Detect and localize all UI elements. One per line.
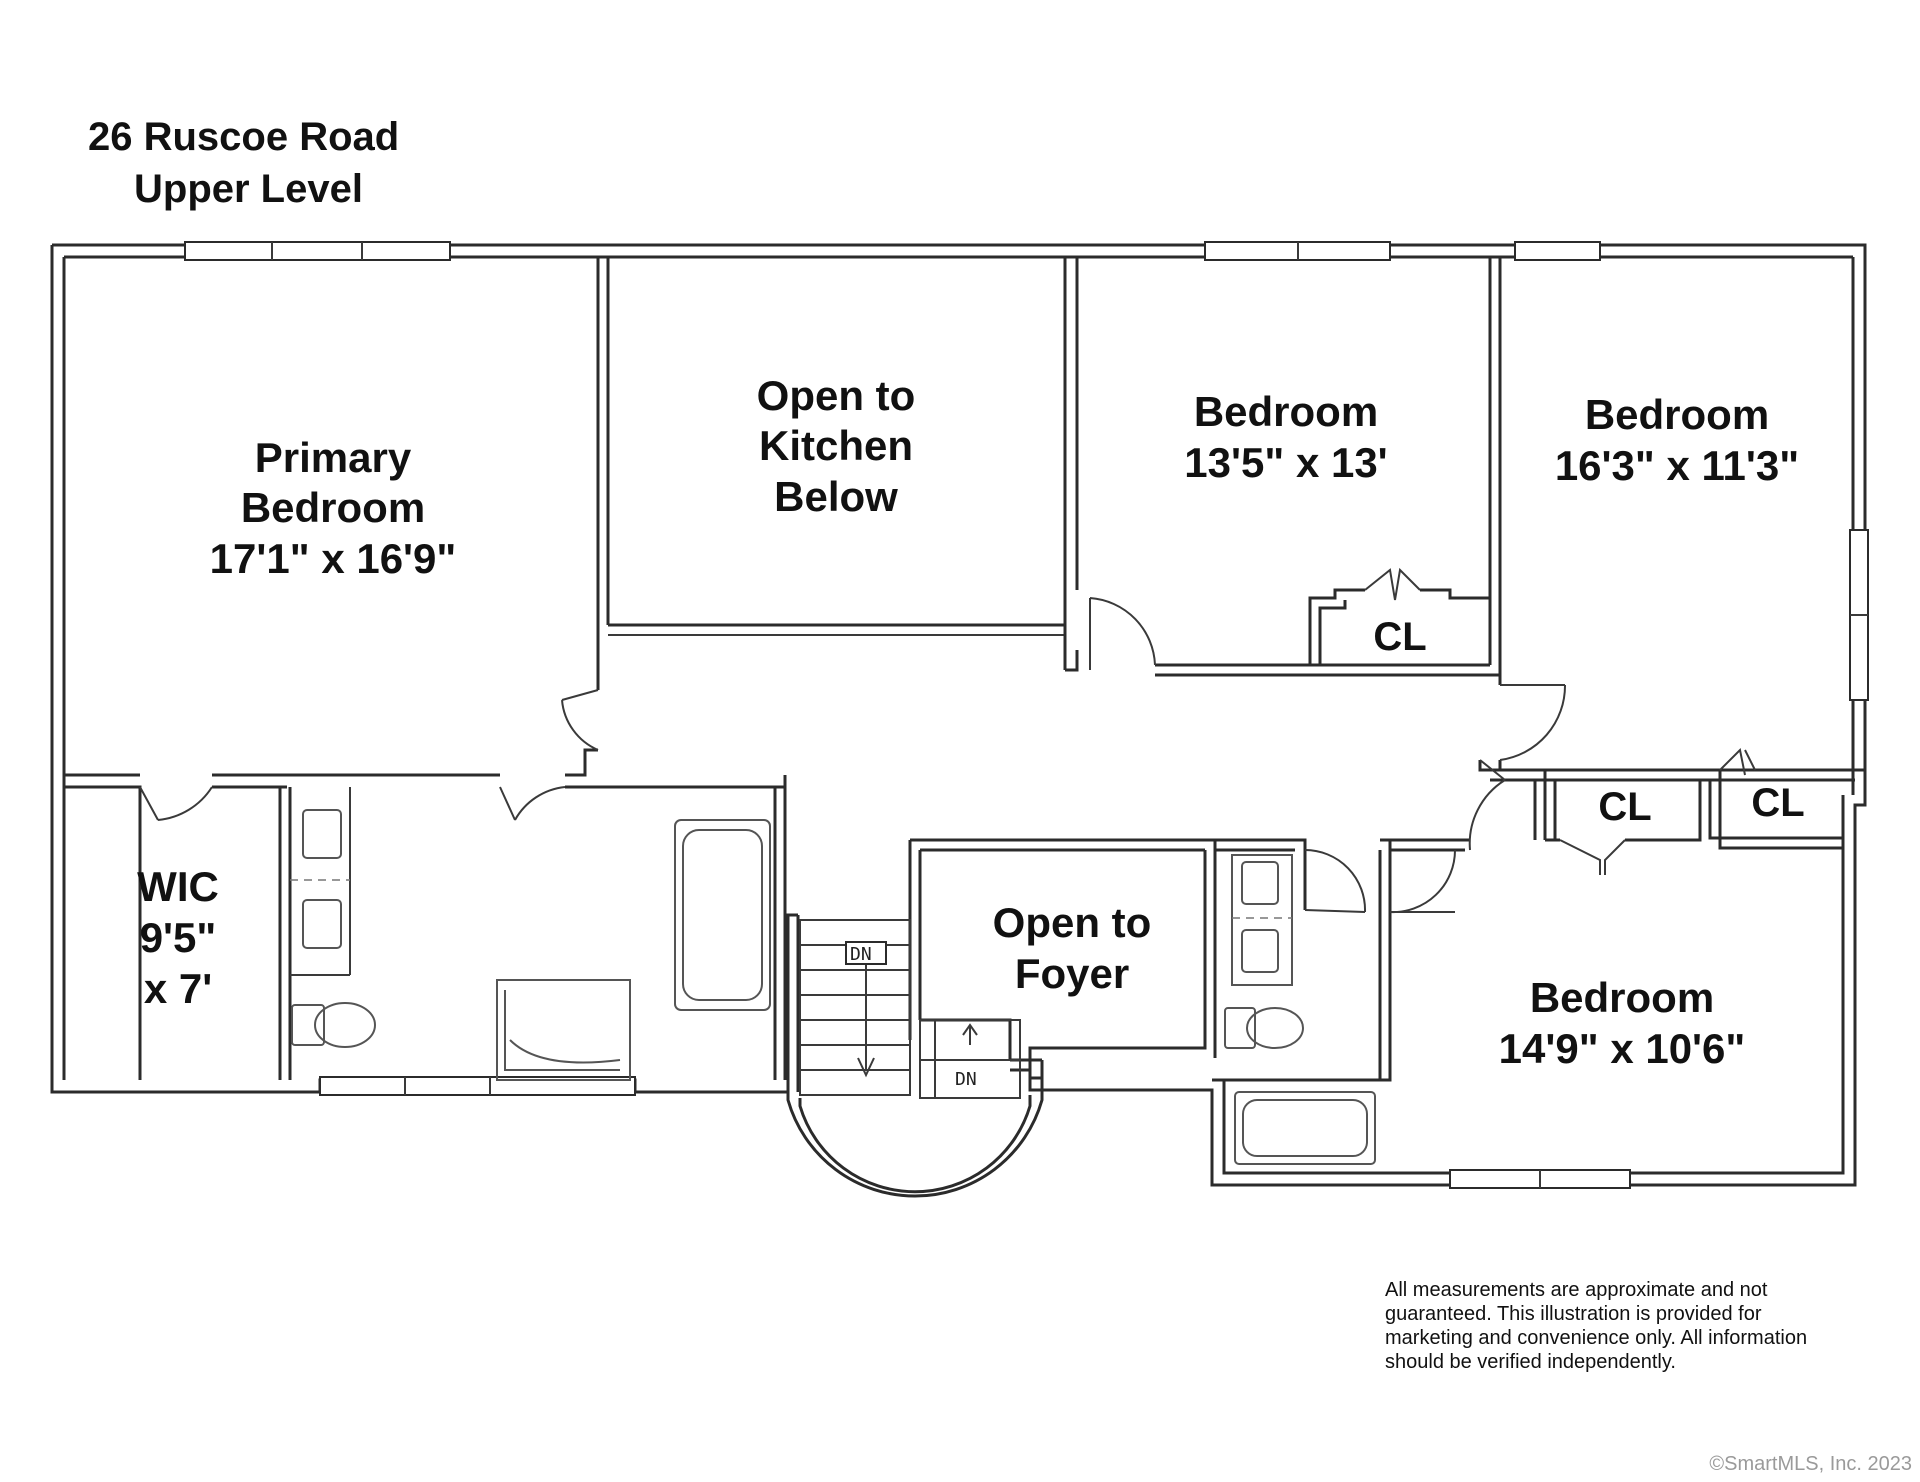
doors — [139, 567, 1756, 914]
stairs: DN DN — [786, 919, 1044, 1198]
door-bath2 — [1304, 849, 1367, 913]
room-primary-bedroom: Primary Bedroom 17'1" x 16'9" — [210, 434, 457, 582]
disclaimer-line: marketing and convenience only. All info… — [1385, 1327, 1807, 1349]
disclaimer: All measurements are approximate and not… — [1385, 1279, 1807, 1373]
room-size: 16'3" x 11'3" — [1555, 442, 1799, 489]
door-bedroom3 — [1499, 684, 1567, 761]
title-address: 26 Ruscoe Road — [88, 115, 399, 159]
door-closet-bedroom3 — [1719, 747, 1756, 776]
window — [1514, 241, 1601, 261]
room-name: Primary — [255, 434, 412, 481]
window — [319, 1076, 636, 1096]
door-closet-bedroom2 — [1364, 567, 1421, 601]
door-closet-hall — [1559, 839, 1626, 875]
stair-label-down: DN — [850, 944, 872, 965]
closet-label: CL — [1751, 781, 1804, 825]
room-name: Bedroom — [1530, 974, 1714, 1021]
room-bedroom-3: Bedroom 16'3" x 11'3" — [1555, 391, 1799, 489]
toilet-icon — [314, 1002, 376, 1048]
shower-icon — [496, 979, 631, 1081]
door-wic — [139, 786, 213, 821]
sink-icon — [1241, 861, 1279, 905]
stair-label-bg — [845, 941, 887, 965]
room-size: 13'5" x 13' — [1184, 439, 1387, 486]
room-labels: Primary Bedroom 17'1" x 16'9" Open to Ki… — [137, 372, 1804, 1072]
room-name: Kitchen — [759, 422, 913, 469]
room-name: Open to — [757, 372, 916, 419]
room-bedroom-4: Bedroom 14'9" x 10'6" — [1499, 974, 1746, 1072]
bathtub-icon — [674, 819, 771, 1011]
bath2-fixtures — [1224, 854, 1376, 1165]
disclaimer-line: guaranteed. This illustration is provide… — [1385, 1303, 1762, 1325]
disclaimer-line: All measurements are approximate and not — [1385, 1279, 1768, 1301]
room-name: Bedroom — [1585, 391, 1769, 438]
toilet-tank-icon — [1224, 1007, 1256, 1049]
plan-title: 26 Ruscoe Road Upper Level — [88, 115, 399, 211]
closet-label: CL — [1373, 615, 1426, 659]
room-name: Foyer — [1015, 950, 1129, 997]
room-wic: WIC 9'5" x 7' — [137, 863, 219, 1012]
sink-icon — [1241, 929, 1279, 973]
sink-icon — [302, 899, 342, 949]
door-bath1 — [499, 786, 566, 821]
room-name: Open to — [993, 899, 1152, 946]
title-level: Upper Level — [134, 167, 363, 211]
door-bedroom4 — [1389, 849, 1457, 914]
stair-run-upper — [799, 919, 911, 1096]
closet-label: CL — [1598, 785, 1651, 829]
room-name: Bedroom — [1194, 388, 1378, 435]
door-primary — [561, 689, 599, 751]
door-bedroom2 — [1089, 597, 1156, 670]
window — [184, 241, 451, 261]
toilet-icon — [1246, 1007, 1304, 1049]
room-bedroom-2: Bedroom 13'5" x 13' — [1184, 388, 1387, 486]
door-hall-closet — [1468, 759, 1506, 851]
stair-label-down-2: DN — [955, 1069, 977, 1090]
sink-icon — [302, 809, 342, 859]
room-open-kitchen: Open to Kitchen Below — [757, 372, 916, 520]
copyright-notice: ©SmartMLS, Inc. 2023 — [1709, 1453, 1912, 1475]
room-open-foyer: Open to Foyer — [993, 899, 1152, 997]
room-size: 9'5" — [140, 914, 217, 961]
vanity — [1231, 854, 1293, 986]
toilet-tank-icon — [291, 1004, 325, 1046]
bath1-fixtures — [290, 787, 771, 1081]
bathtub-icon — [1234, 1091, 1376, 1165]
room-name: Bedroom — [241, 484, 425, 531]
room-name: Below — [774, 473, 898, 520]
room-name: WIC — [137, 863, 219, 910]
windows — [184, 241, 1869, 1189]
room-size: 14'9" x 10'6" — [1499, 1025, 1746, 1072]
room-size: x 7' — [144, 965, 212, 1012]
disclaimer-line: should be verified independently. — [1385, 1351, 1676, 1373]
room-size: 17'1" x 16'9" — [210, 535, 457, 582]
